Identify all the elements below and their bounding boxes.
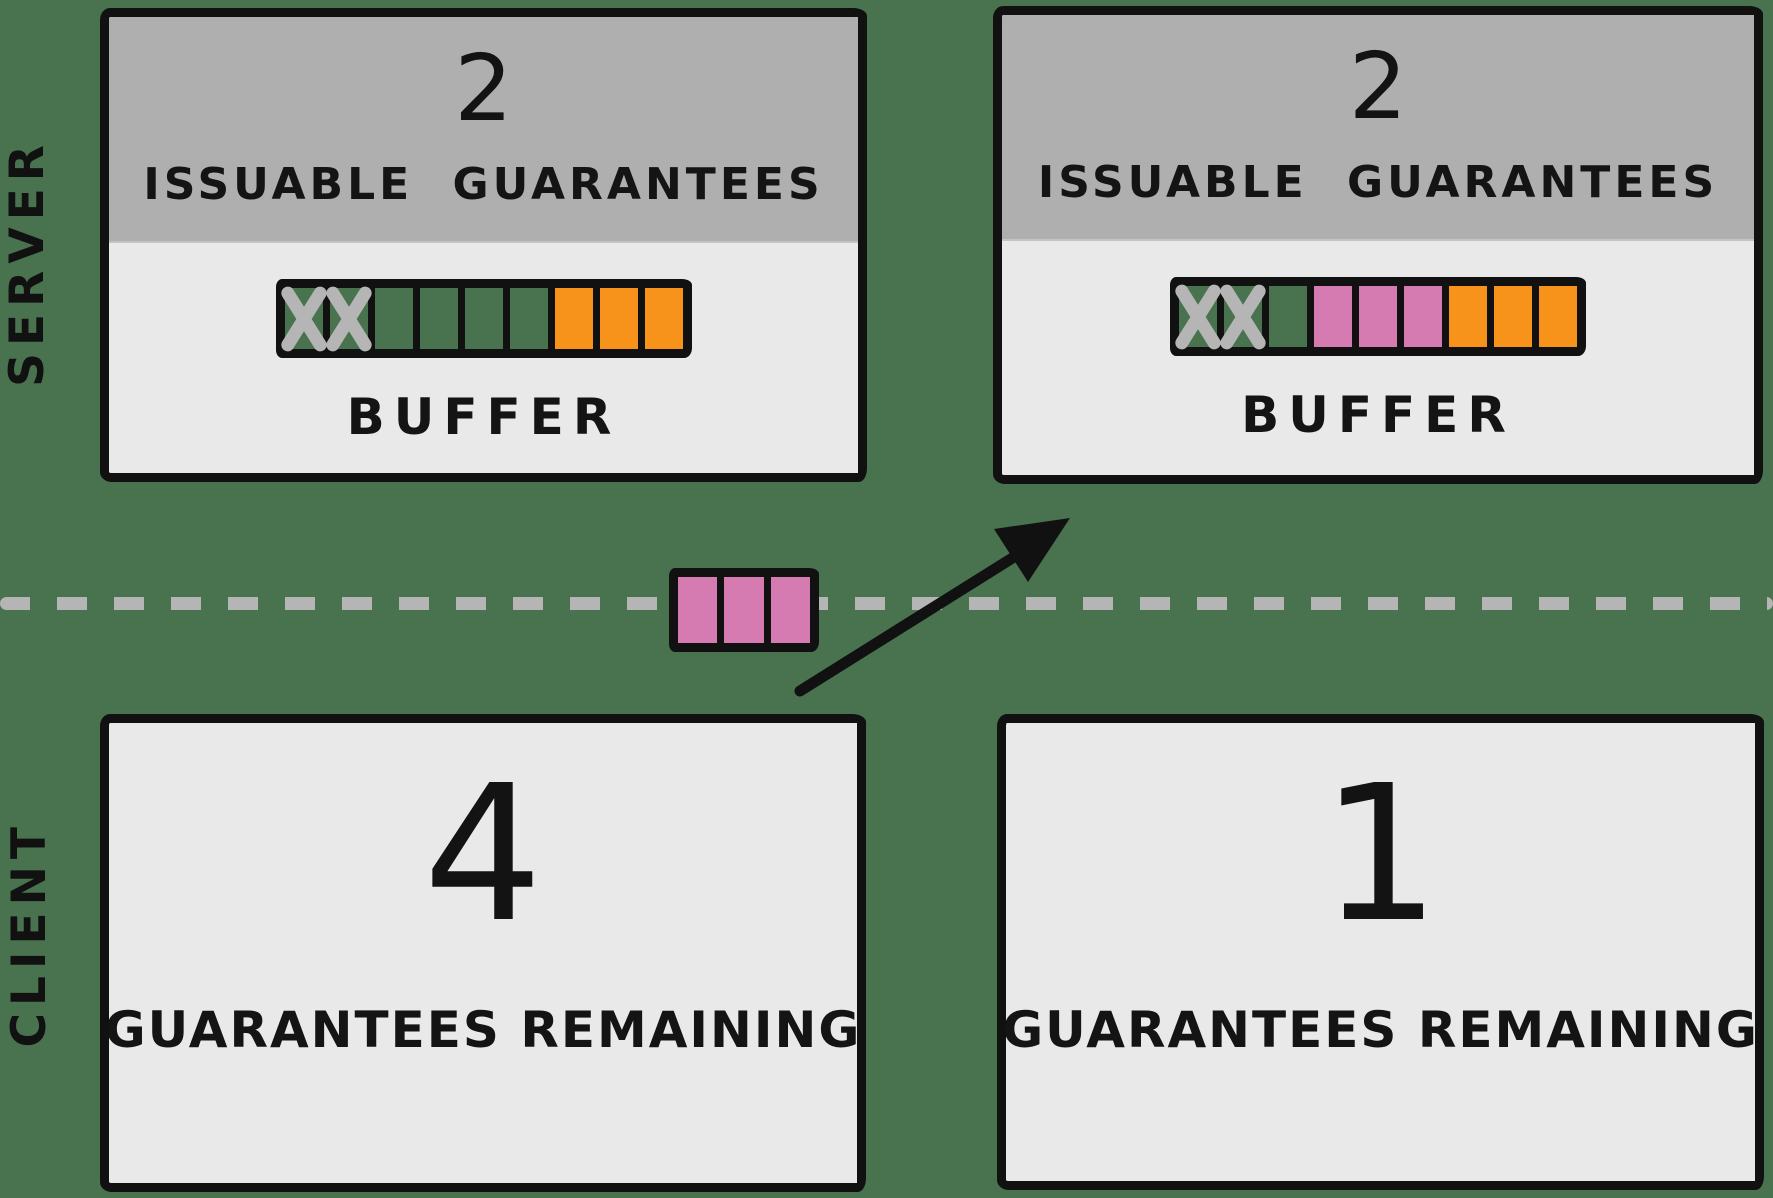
client-lane-label: CLIENT — [2, 820, 57, 1048]
issuable-guarantees-header: 2 ISSUABLE GUARANTEES — [1002, 15, 1754, 241]
buffer-cell-orange — [1449, 286, 1487, 347]
issuable-guarantees-header: 2 ISSUABLE GUARANTEES — [109, 17, 858, 243]
server-box-body: BUFFER — [109, 243, 858, 446]
buffer-label: BUFFER — [346, 388, 621, 446]
buffer-cells-row — [1170, 277, 1586, 356]
used-cell-x-icon — [329, 288, 368, 349]
used-cell-x-icon — [284, 288, 323, 349]
issuable-guarantees-title: ISSUABLE GUARANTEES — [143, 159, 824, 210]
server-box-before: 2 ISSUABLE GUARANTEES BUFFER — [100, 8, 867, 482]
buffer-cell-pink — [1404, 286, 1442, 347]
buffer-cell-orange — [1494, 286, 1532, 347]
buffer-cell-orange — [644, 288, 683, 349]
guarantees-remaining-count: 4 — [423, 745, 543, 964]
buffer-label: BUFFER — [1241, 386, 1515, 444]
client-box-after: 1 GUARANTEES REMAINING — [997, 714, 1764, 1190]
buffer-cell-empty — [374, 288, 413, 349]
issuable-count: 2 — [1348, 33, 1408, 140]
server-box-body: BUFFER — [1002, 241, 1754, 444]
buffer-cell-empty — [419, 288, 458, 349]
buffer-cell-pink — [724, 577, 764, 643]
buffer-cell-empty — [509, 288, 548, 349]
buffer-cell-orange — [554, 288, 593, 349]
guarantees-remaining-label: GUARANTEES REMAINING — [1002, 1001, 1759, 1059]
guarantees-remaining-count: 1 — [1320, 745, 1441, 964]
issuable-count: 2 — [454, 35, 513, 142]
buffer-cell-pink — [770, 577, 810, 643]
server-box-after: 2 ISSUABLE GUARANTEES BUFFER — [993, 6, 1763, 484]
client-box-body: 4 GUARANTEES REMAINING — [109, 723, 857, 1060]
issuable-guarantees-title: ISSUABLE GUARANTEES — [1037, 157, 1719, 208]
network-boundary-line — [0, 597, 1773, 610]
server-lane-label: SERVER — [0, 138, 55, 387]
buffer-cell-orange — [599, 288, 638, 349]
buffer-cell-orange — [1539, 286, 1577, 347]
message-chunk-box — [669, 568, 819, 652]
buffer-cells-row — [275, 279, 692, 358]
buffer-cell-pink — [1359, 286, 1397, 347]
buffer-cell-pink — [678, 577, 718, 643]
client-box-before: 4 GUARANTEES REMAINING — [100, 714, 866, 1192]
client-box-body: 1 GUARANTEES REMAINING — [1006, 723, 1755, 1060]
buffer-cell-empty — [1269, 286, 1307, 347]
used-cell-x-icon — [1179, 286, 1217, 347]
guarantees-remaining-label: GUARANTEES REMAINING — [104, 1001, 862, 1059]
buffer-cell-pink — [1314, 286, 1352, 347]
used-cell-x-icon — [1224, 286, 1262, 347]
buffer-cell-empty — [464, 288, 503, 349]
